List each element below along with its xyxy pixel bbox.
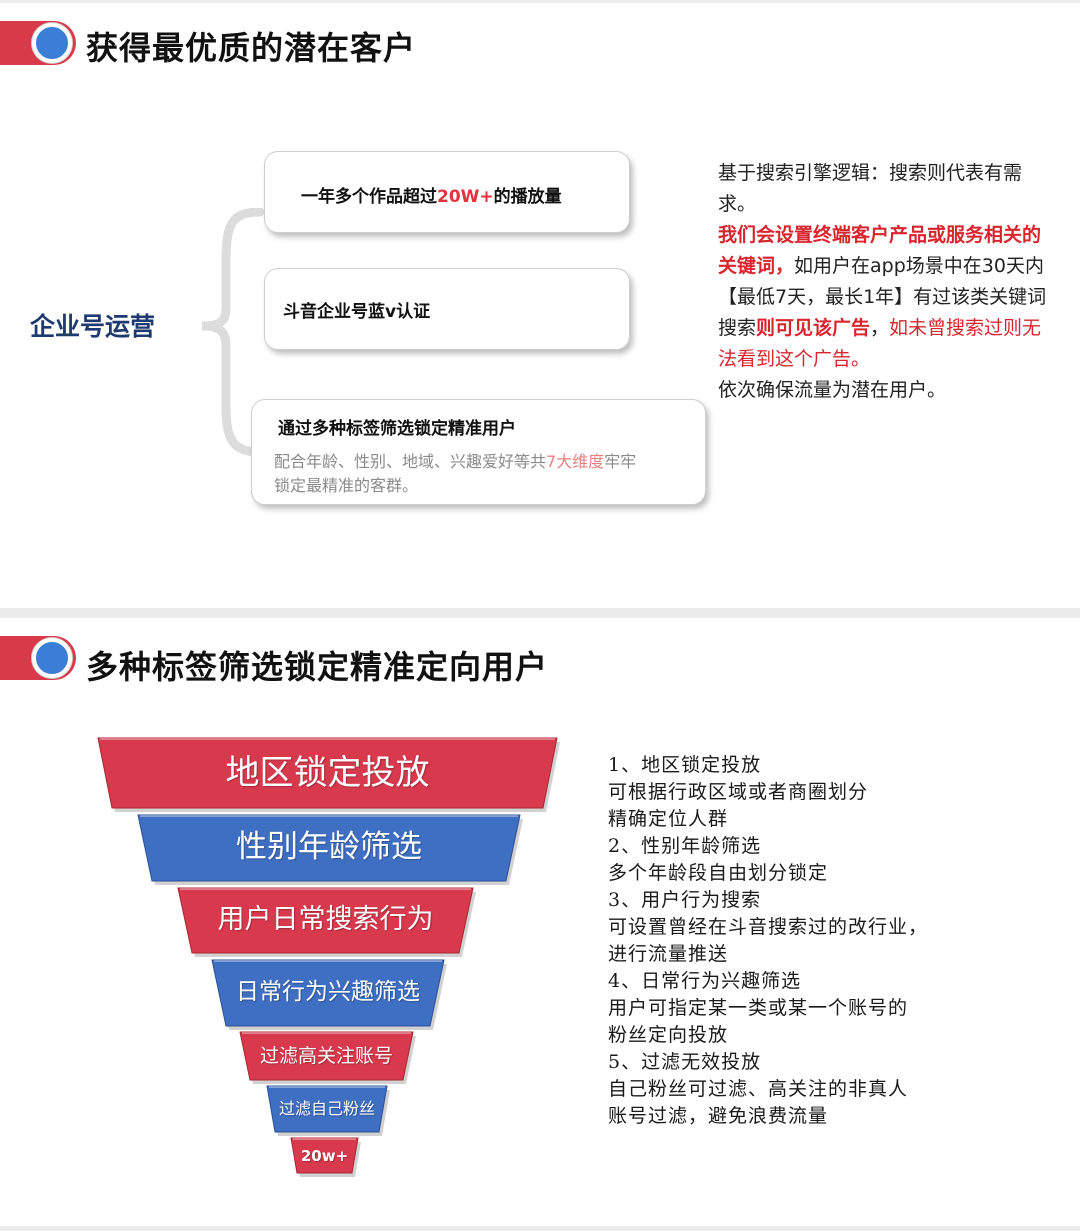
funnel-label-3: 用户日常搜索行为 bbox=[217, 904, 434, 936]
funnel-layer-2 bbox=[137, 814, 521, 882]
list-item: 5、过滤无效投放 bbox=[608, 1051, 762, 1073]
slide-potential-customers: 获得最优质的潜在客户 企业号运营 一年多个作品超过20W+的播放量 斗音企业号蓝… bbox=[0, 3, 1080, 608]
title-badge-circle-icon bbox=[32, 23, 72, 63]
card3-desc-highlight: 7大维度 bbox=[546, 452, 605, 471]
card3-desc-after: 牢牢 bbox=[604, 452, 637, 471]
funnel-label-2: 性别年龄筛选 bbox=[236, 829, 422, 866]
funnel-layer-3 bbox=[177, 887, 474, 954]
title-badge-circle-icon bbox=[32, 638, 72, 678]
targeting-funnel bbox=[97, 737, 560, 1177]
card-tag-filter: 通过多种标签筛选锁定精准用户 配合年龄、性别、地域、兴趣爱好等共7大维度牢牢 锁… bbox=[251, 399, 706, 505]
list-item: 3、用户行为搜索 bbox=[608, 889, 762, 911]
list-item: 粉丝定向投放 bbox=[608, 1024, 729, 1046]
curly-brace-icon bbox=[201, 208, 265, 457]
card-blue-v: 斗音企业号蓝v认证 bbox=[264, 268, 630, 350]
funnel-label-7: 20w+ bbox=[300, 1146, 349, 1165]
right-p2-normal: 如用户在app场景中在30天内【最低7天，最长1年】有过该类关键词搜索 bbox=[718, 255, 1047, 339]
enterprise-operation-label: 企业号运营 bbox=[30, 312, 156, 341]
slide-title: 获得最优质的潜在客户 bbox=[86, 29, 417, 67]
funnel-layer-5 bbox=[239, 1031, 414, 1081]
funnel-label-6: 过滤自己粉丝 bbox=[278, 1099, 376, 1119]
card1-highlight: 20W+ bbox=[437, 187, 494, 207]
list-item: 精确定位人群 bbox=[608, 808, 729, 830]
card3-desc-before: 配合年龄、性别、地域、兴趣爱好等共 bbox=[274, 452, 547, 471]
card3-title: 通过多种标签筛选锁定精准用户 bbox=[278, 419, 516, 439]
list-item: 账号过滤，避免浪费流量 bbox=[608, 1105, 829, 1127]
search-logic-paragraph: 基于搜索引擎逻辑：搜索则代表有需求。 我们会设置终端客户产品或服务相关的关键词，… bbox=[718, 158, 1053, 406]
list-item: 2、性别年龄筛选 bbox=[608, 835, 762, 857]
card1-text-after: 的播放量 bbox=[493, 187, 562, 207]
right-p3: 依次确保流量为潜在用户。 bbox=[718, 379, 947, 401]
slide-precise-targeting: 多种标签筛选锁定精准定向用户 地区锁定投放性别年龄筛选用户日常搜索行为日常行为兴… bbox=[0, 618, 1080, 1226]
right-p2-red: 如未曾搜索过则无法看到这个广告。 bbox=[718, 317, 1042, 370]
funnel-label-4: 日常行为兴趣筛选 bbox=[236, 979, 420, 1006]
right-p1: 基于搜索引擎逻辑：搜索则代表有需求。 bbox=[718, 162, 1023, 215]
right-p2-comma: ， bbox=[870, 317, 890, 339]
list-item: 可根据行政区域或者商圈划分 bbox=[608, 781, 869, 803]
list-item: 自己粉丝可过滤、高关注的非真人 bbox=[608, 1078, 909, 1100]
funnel-layer-1 bbox=[97, 737, 558, 809]
card3-desc-line2: 锁定最精准的客群。 bbox=[274, 476, 419, 495]
funnel-layer-7 bbox=[290, 1137, 359, 1174]
targeting-steps-list: 1、地区锁定投放可根据行政区域或者商圈划分精确定位人群 2、性别年龄筛选多个年龄段… bbox=[608, 752, 928, 1130]
card2-text: 斗音企业号蓝v认证 bbox=[283, 302, 431, 322]
list-item: 用户可指定某一类或某一个账号的 bbox=[608, 997, 909, 1019]
right-p2-red-bold2: 则可见该广告 bbox=[756, 317, 871, 339]
list-item: 多个年龄段自由划分锁定 bbox=[608, 862, 829, 884]
card-play-count: 一年多个作品超过20W+的播放量 bbox=[264, 151, 630, 233]
list-item: 1、地区锁定投放 bbox=[608, 754, 762, 776]
slide-title: 多种标签筛选锁定精准定向用户 bbox=[86, 648, 549, 686]
funnel-layer-4 bbox=[211, 959, 445, 1027]
list-item: 4、日常行为兴趣筛选 bbox=[608, 970, 802, 992]
card1-text-before: 一年多个作品超过 bbox=[301, 187, 437, 207]
funnel-layer-6 bbox=[266, 1085, 388, 1133]
funnel-label-5: 过滤高关注账号 bbox=[259, 1044, 394, 1067]
list-item: 进行流量推送 bbox=[608, 943, 729, 965]
list-item: 可设置曾经在斗音搜索过的改行业， bbox=[608, 916, 929, 938]
right-p2-red-bold: 我们会设置终端客户产品或服务相关的关键词， bbox=[718, 224, 1042, 277]
funnel-label-1: 地区锁定投放 bbox=[225, 752, 430, 793]
